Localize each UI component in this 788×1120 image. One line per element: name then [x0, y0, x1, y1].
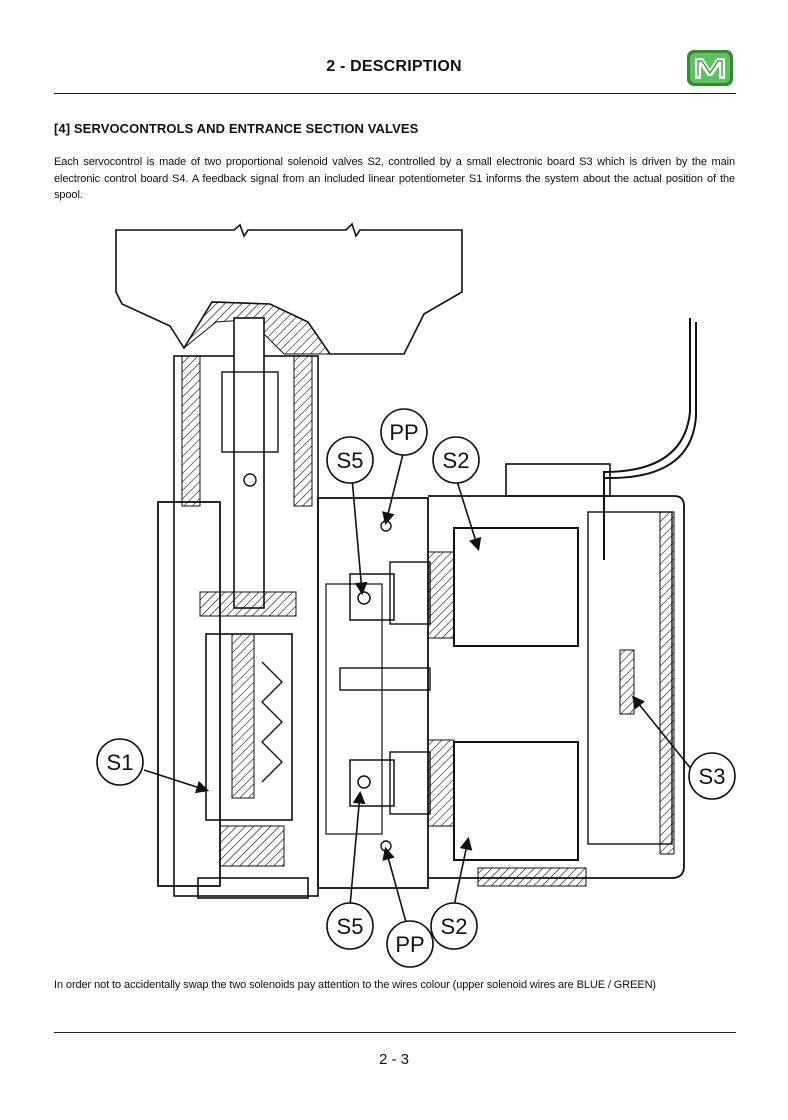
upper-nut	[389, 561, 431, 625]
label-s2-bottom-text: S2	[441, 914, 468, 939]
pp-port-top	[380, 520, 392, 532]
left-housing	[157, 501, 221, 887]
label-s5-bottom-text: S5	[337, 914, 364, 939]
label-s2-bottom: S2	[430, 902, 478, 950]
potentiometer-hatch	[231, 633, 255, 799]
footer-divider	[54, 1032, 736, 1033]
leader-s2-top	[455, 477, 482, 552]
spool-pin	[243, 473, 257, 487]
label-pp-top: PP	[380, 408, 428, 456]
label-s2-top: S2	[432, 436, 480, 484]
leader-pp-top	[382, 449, 405, 526]
tube-hatch-right	[293, 355, 313, 507]
pp-port-bottom	[380, 840, 392, 852]
spool-head	[221, 371, 279, 453]
lower-valve-port	[357, 775, 371, 789]
upper-valve-seat	[349, 573, 395, 621]
leader-s3	[631, 695, 693, 771]
valve-block	[317, 497, 429, 889]
leader-s2-bottom	[453, 836, 473, 907]
lower-solenoid	[453, 741, 579, 861]
intro-paragraph: Each servocontrol is made of two proport…	[54, 156, 735, 201]
page-number: 2 - 3	[378, 1051, 409, 1068]
label-s3-text: S3	[699, 764, 726, 789]
upper-body-outline	[115, 222, 463, 355]
base-plate	[197, 877, 309, 899]
label-pp-top-text: PP	[389, 420, 418, 445]
upper-solenoid-hatch	[427, 551, 455, 639]
brand-logo	[687, 50, 733, 86]
label-s5-top: S5	[326, 436, 374, 484]
cable	[603, 318, 691, 552]
board-frame-hatch	[659, 511, 675, 855]
label-pp-bottom-text: PP	[395, 932, 424, 957]
label-pp-bottom: PP	[386, 920, 434, 968]
bottom-bracket	[477, 867, 587, 887]
solenoid-housing	[428, 495, 685, 879]
spool-rod	[233, 317, 265, 609]
leader-lines	[143, 449, 693, 923]
cable-2	[603, 322, 697, 560]
wire-colour-note: In order not to accidentally swap the tw…	[54, 979, 656, 991]
center-pin	[339, 667, 431, 691]
leader-pp-bottom	[382, 846, 407, 923]
upper-valve-port	[357, 591, 371, 605]
label-s5-top-text: S5	[337, 448, 364, 473]
board-chip	[619, 649, 635, 715]
servocontrol-diagram: S1 S5 PP S2 S3 S5 PP S2	[96, 222, 736, 968]
potentiometer-coil	[261, 661, 283, 783]
upper-solenoid	[453, 527, 579, 647]
lower-nut	[389, 751, 431, 815]
leader-s5-bottom	[349, 790, 366, 907]
label-s2-top-text: S2	[443, 448, 470, 473]
page-title: 2 - DESCRIPTION	[326, 58, 462, 75]
lower-solenoid-hatch	[427, 739, 455, 827]
top-box	[505, 463, 611, 497]
connector-block	[219, 825, 285, 867]
inner-channel	[325, 583, 383, 835]
leader-s5-top	[351, 477, 368, 596]
label-s1-text: S1	[107, 750, 134, 775]
label-s5-bottom: S5	[326, 902, 374, 950]
spool-band	[199, 591, 297, 617]
tube-hatch-left	[181, 355, 201, 507]
lower-valve-seat	[349, 759, 395, 807]
header-divider	[54, 93, 736, 94]
section-heading: [4] SERVOCONTROLS AND ENTRANCE SECTION V…	[54, 121, 419, 136]
label-s1: S1	[96, 738, 144, 786]
leader-s1	[143, 769, 210, 794]
label-s3: S3	[688, 752, 736, 800]
